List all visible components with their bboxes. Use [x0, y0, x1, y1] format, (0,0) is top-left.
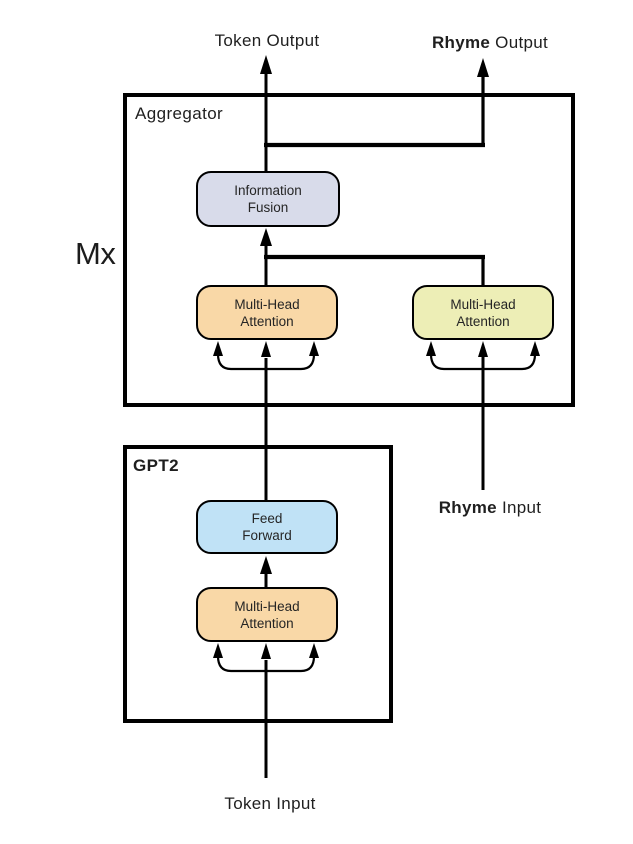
token-output-arrowhead [260, 55, 272, 74]
fusion-input-arrowhead [260, 228, 272, 246]
feed-forward-label-line2: Forward [242, 528, 292, 543]
self-attention-loop-token-mha [216, 353, 316, 371]
self-attention-loop-gpt2-mha [216, 655, 316, 673]
rhyme-output-label-bold: Rhyme [431, 33, 491, 52]
fusion-input-branch-line [264, 254, 485, 285]
information-fusion-block: Information Fusion [196, 171, 340, 227]
feed-forward-label-line1: Feed [251, 511, 283, 526]
gpt2-mha-center-arrowhead [261, 643, 271, 659]
rhyme-mha-right-arrowhead [530, 341, 540, 356]
gpt2-mha-right-arrowhead [309, 643, 319, 658]
gpt2-mha-left-arrowhead [213, 643, 223, 658]
aggregator-rhyme-mha-label-line1: Multi-Head [450, 296, 516, 312]
arrowheads [213, 55, 540, 659]
aggregator-container [123, 93, 575, 407]
aggregator-token-mha-label-line2: Attention [240, 313, 294, 329]
token-mha-left-arrowhead [213, 341, 223, 356]
gpt2-container [123, 445, 393, 723]
aggregator-token-mha-label-line1: Multi-Head [234, 296, 300, 312]
feed-forward-input-arrowhead [260, 556, 272, 574]
rhyme-mha-left-arrowhead [426, 341, 436, 356]
rhyme-input-label-rest: Input [496, 498, 542, 517]
information-fusion-label-line2: Fusion [247, 200, 289, 215]
feed-forward-block: Feed Forward [196, 500, 338, 554]
token-output-label: Token Output [214, 31, 320, 50]
rhyme-mha-center-arrowhead [478, 341, 488, 357]
gpt2-mha-block: Multi-Head Attention [196, 587, 338, 642]
rhyme-output-arrowhead [477, 58, 489, 77]
token-input-label: Token Input [224, 794, 316, 813]
aggregator-rhyme-mha-label-line2: Attention [456, 313, 510, 329]
rhyme-input-label-bold: Rhyme [438, 498, 497, 517]
token-mha-right-arrowhead [309, 341, 319, 356]
token-mha-center-arrowhead [261, 341, 271, 357]
rhyme-output-label-rest: Output [490, 33, 549, 52]
information-fusion-label-line1: Information [234, 183, 302, 198]
rhyme-output-label: Rhyme Output [432, 33, 548, 53]
aggregator-label: Aggregator [135, 104, 224, 123]
aggregator-rhyme-mha-block: Multi-Head Attention [412, 285, 554, 340]
gpt2-mha-label-line2: Attention [240, 615, 294, 631]
gpt2-label: GPT2 [133, 456, 180, 475]
rhyme-input-label: Rhyme Input [439, 498, 542, 518]
self-attention-loop-rhyme-mha [429, 353, 537, 371]
gpt2-mha-label-line1: Multi-Head [234, 598, 300, 614]
rhyme-output-line [264, 77, 485, 148]
aggregator-token-mha-block: Multi-Head Attention [196, 285, 338, 340]
mx-multiplier-label: Mx [75, 236, 116, 271]
